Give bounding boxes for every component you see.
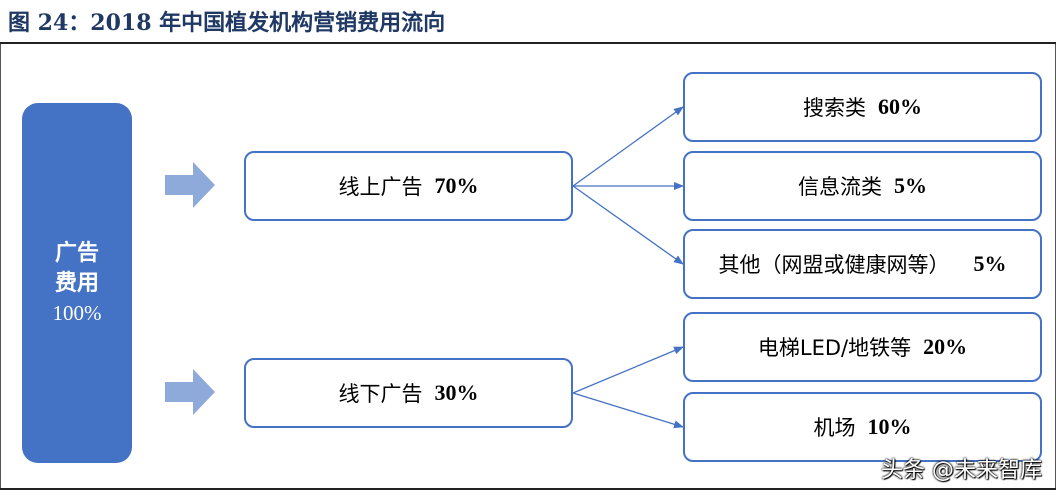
node-offline-pct: 30% bbox=[434, 380, 479, 405]
node-airport: 机场 10% bbox=[683, 392, 1042, 462]
node-search-label: 搜索类 bbox=[803, 96, 866, 120]
node-elevator-pct: 20% bbox=[923, 334, 968, 359]
watermark-text: 头条 @未来智库 bbox=[881, 458, 1042, 483]
connector-online-search bbox=[572, 106, 684, 187]
node-elevator-label: 电梯LED/地铁等 bbox=[757, 336, 912, 360]
total-ad-spend-box: 广告 费用 100% bbox=[22, 103, 132, 463]
node-search-pct: 60% bbox=[878, 94, 922, 119]
node-elevator-subway: 电梯LED/地铁等 20% bbox=[683, 312, 1042, 382]
node-airport-pct: 10% bbox=[867, 414, 912, 439]
node-offline-label: 线下广告 bbox=[338, 382, 423, 406]
connector-online-other bbox=[572, 185, 684, 265]
node-infofeed-pct: 5% bbox=[894, 173, 927, 198]
node-infofeed-label: 信息流类 bbox=[798, 175, 882, 199]
total-pct: 100% bbox=[52, 301, 102, 325]
connector-offline-airport bbox=[572, 392, 684, 429]
node-search: 搜索类 60% bbox=[683, 72, 1042, 142]
total-label-line1: 广告 bbox=[54, 241, 99, 266]
block-arrow-offline bbox=[165, 369, 215, 415]
frame-left-border bbox=[0, 44, 1, 488]
node-online-ads: 线上广告 70% bbox=[244, 151, 573, 221]
bottom-rule bbox=[0, 488, 1056, 490]
node-other-pct: 5% bbox=[973, 251, 1007, 276]
node-other: 其他（网盟或健康网等） 5% bbox=[683, 229, 1042, 299]
figure-title: 图 24：2018 年中国植发机构营销费用流向 bbox=[8, 10, 446, 36]
node-offline-ads: 线下广告 30% bbox=[244, 358, 573, 428]
total-label-line2: 费用 bbox=[54, 271, 99, 296]
node-airport-label: 机场 bbox=[813, 416, 856, 440]
node-infofeed: 信息流类 5% bbox=[683, 151, 1042, 221]
block-arrow-online bbox=[165, 162, 215, 208]
top-rule bbox=[0, 42, 1056, 44]
connector-offline-elevator bbox=[572, 346, 684, 394]
node-other-label: 其他（网盟或健康网等） bbox=[718, 253, 950, 277]
node-online-pct: 70% bbox=[434, 173, 479, 198]
node-online-label: 线上广告 bbox=[338, 175, 423, 199]
